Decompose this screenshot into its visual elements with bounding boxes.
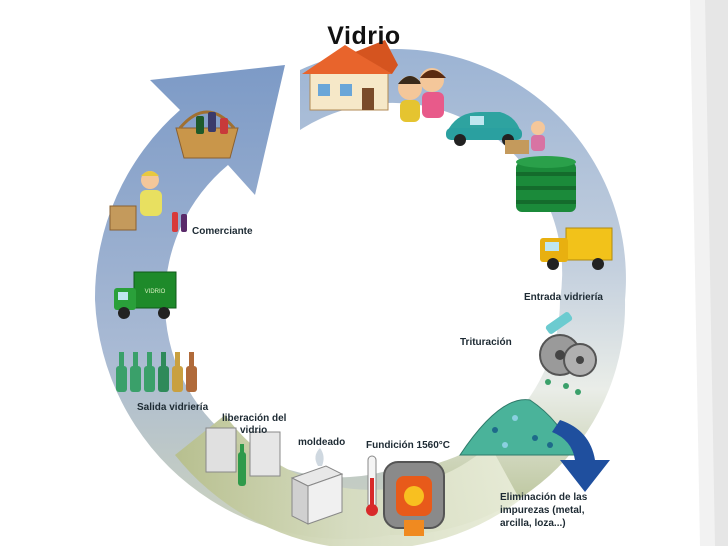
label-moldeado: moldeado bbox=[298, 437, 345, 449]
right-decoration bbox=[690, 0, 728, 546]
label-comerciante: Comerciante bbox=[192, 226, 253, 238]
page-title: Vidrio bbox=[0, 22, 728, 51]
truck-label: VIDRIO bbox=[145, 289, 166, 295]
container-icon bbox=[516, 156, 576, 212]
label-eliminacion-line1: Eliminación de las bbox=[500, 492, 587, 504]
label-salida-vidrieria: Salida vidriería bbox=[137, 402, 208, 414]
label-entrada-vidrieria: Entrada vidriería bbox=[524, 292, 603, 304]
label-fundicion: Fundición 1560°C bbox=[366, 440, 450, 452]
mold-icon bbox=[292, 448, 342, 524]
furnace-icon bbox=[384, 462, 444, 536]
label-eliminacion-line3: arcilla, loza...) bbox=[500, 518, 566, 530]
label-liberacion-line2: vidrio bbox=[240, 425, 267, 437]
thermometer-icon bbox=[366, 456, 378, 516]
label-liberacion-line1: liberación del bbox=[222, 413, 286, 425]
label-eliminacion-line2: impurezas (metal, bbox=[500, 505, 584, 517]
label-trituracion: Trituración bbox=[460, 337, 512, 349]
